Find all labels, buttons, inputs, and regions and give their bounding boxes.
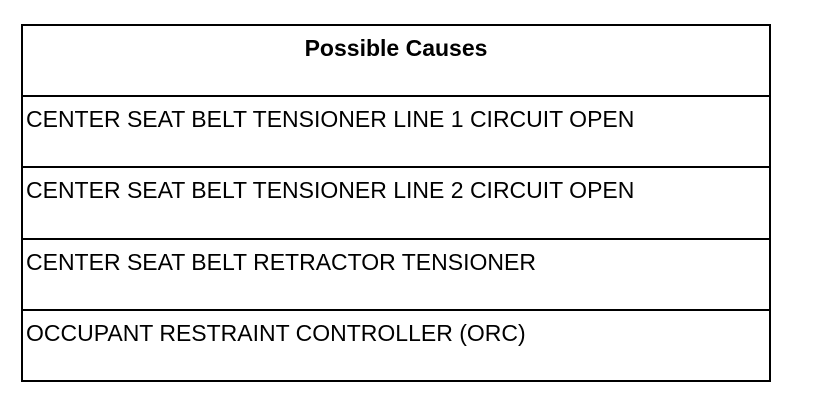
table-row: CENTER SEAT BELT TENSIONER LINE 1 CIRCUI…: [23, 97, 769, 169]
table-row: OCCUPANT RESTRAINT CONTROLLER (ORC): [23, 311, 769, 380]
table-row: CENTER SEAT BELT RETRACTOR TENSIONER: [23, 240, 769, 311]
table-row: CENTER SEAT BELT TENSIONER LINE 2 CIRCUI…: [23, 168, 769, 240]
cause-cell: CENTER SEAT BELT RETRACTOR TENSIONER: [26, 248, 536, 275]
cause-cell: CENTER SEAT BELT TENSIONER LINE 2 CIRCUI…: [26, 177, 635, 204]
cause-cell: CENTER SEAT BELT TENSIONER LINE 1 CIRCUI…: [26, 106, 635, 133]
table-header-row: Possible Causes: [23, 26, 769, 98]
cause-cell: OCCUPANT RESTRAINT CONTROLLER (ORC): [26, 319, 526, 346]
possible-causes-table: Possible Causes CENTER SEAT BELT TENSION…: [21, 24, 771, 382]
table-header: Possible Causes: [304, 35, 488, 61]
